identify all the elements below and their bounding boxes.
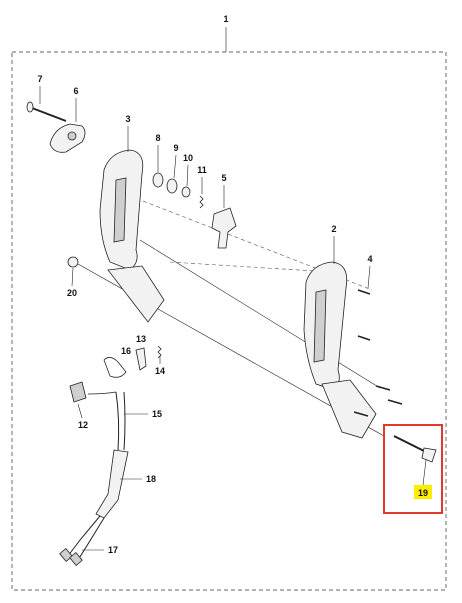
label-top-assembly: 1 xyxy=(223,14,228,24)
leader-9 xyxy=(173,154,177,179)
wire-loop-16-icon xyxy=(103,357,127,378)
dash-line-2 xyxy=(169,261,331,273)
label-18: 18 xyxy=(146,474,156,484)
label-6: 6 xyxy=(73,86,78,96)
wire-harness-15-icon xyxy=(87,391,126,451)
label-19: 19 xyxy=(418,488,428,498)
guide-line-upper xyxy=(139,239,381,389)
nut-20-icon xyxy=(67,256,79,268)
cap-6-icon xyxy=(49,123,86,153)
label-3: 3 xyxy=(125,114,130,124)
label-10: 10 xyxy=(183,153,193,163)
washer-8-icon xyxy=(152,172,164,188)
leader-19 xyxy=(422,459,427,486)
cable-sleeve-18-icon xyxy=(95,449,129,519)
label-13: 13 xyxy=(136,334,146,344)
label-17: 17 xyxy=(108,545,118,555)
label-5: 5 xyxy=(221,173,226,183)
label-11: 11 xyxy=(197,165,207,175)
clip-13-icon xyxy=(135,347,147,371)
label-14: 14 xyxy=(155,366,165,376)
label-20: 20 xyxy=(67,288,77,298)
washer-9-icon xyxy=(166,178,178,194)
label-4: 4 xyxy=(367,254,372,264)
leader-10 xyxy=(186,164,189,187)
label-8: 8 xyxy=(155,133,160,143)
label-12: 12 xyxy=(78,420,88,430)
connectors-17-icon xyxy=(59,515,105,566)
assembly-boundary xyxy=(11,51,447,591)
label-16: 16 xyxy=(121,346,131,356)
pin-19-icon xyxy=(393,435,437,463)
label-2: 2 xyxy=(331,224,336,234)
leader-20 xyxy=(71,267,74,287)
dash-line-1 xyxy=(129,195,373,291)
screw-7-icon xyxy=(26,101,67,122)
highlight-box-19 xyxy=(383,424,443,514)
spring-11-icon xyxy=(199,195,204,209)
label-9: 9 xyxy=(173,143,178,153)
right-handle-housing-2-icon xyxy=(303,261,377,439)
trigger-5-icon xyxy=(211,207,237,249)
leader-12 xyxy=(77,403,83,419)
switch-12-icon xyxy=(69,381,87,403)
leader-4 xyxy=(367,265,371,289)
left-handle-housing-3-icon xyxy=(99,149,165,323)
label-7: 7 xyxy=(37,74,42,84)
label-15: 15 xyxy=(152,409,162,419)
screws-4-icon xyxy=(353,289,403,417)
highlight-label-bg-19 xyxy=(414,485,432,499)
spring-14-icon xyxy=(157,345,162,359)
washer-10-icon xyxy=(181,186,191,198)
